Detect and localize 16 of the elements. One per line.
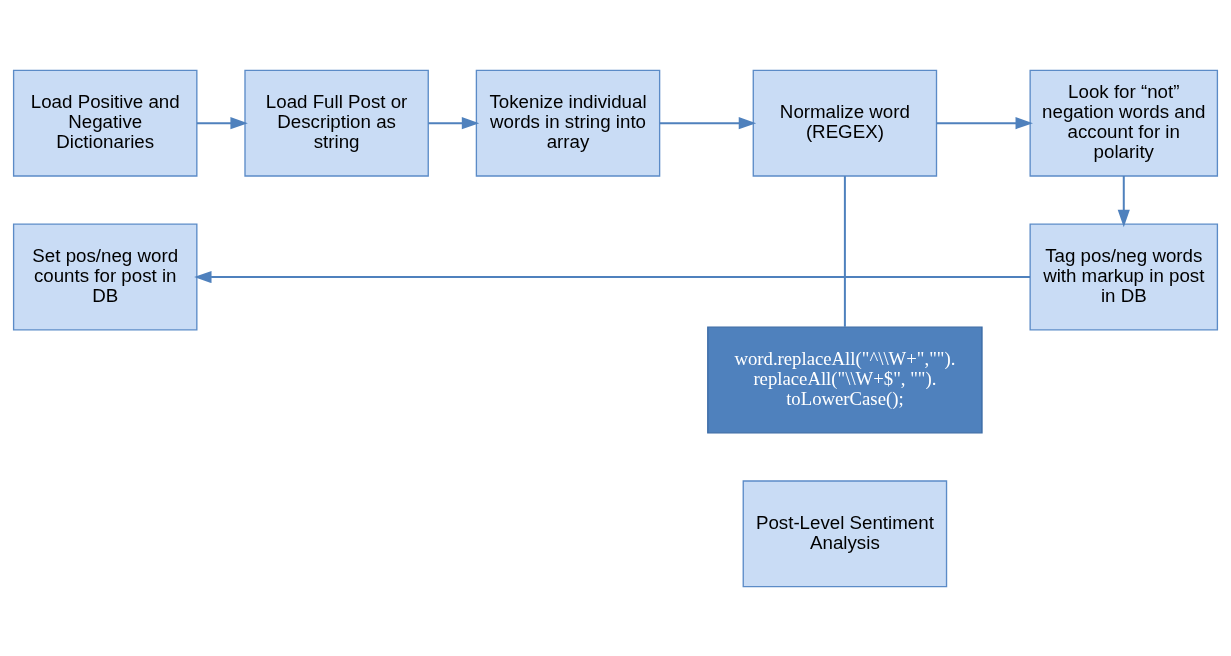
arrow: [196, 116, 248, 129]
node-box: word.replaceAll("^\\W+",""). replaceAll("\\W+$", ""). toLowerCase();: [707, 326, 983, 433]
node-box: Normalize word (REGEX): [752, 69, 938, 177]
connector: [843, 175, 846, 327]
arrow: [428, 116, 480, 129]
node-box: Tokenize individual words in string into array: [475, 69, 661, 177]
node-box: Post-Level Sentiment Analysis: [742, 479, 948, 587]
arrow: [194, 270, 1030, 283]
node-box: Load Positive and Negative Dictionaries: [12, 69, 198, 177]
arrow: [659, 116, 757, 129]
arrow: [1117, 175, 1130, 227]
node-box: Tag pos/neg words with markup in post in DB: [1029, 223, 1219, 330]
arrow: [936, 116, 1033, 129]
node-box: Set pos/neg word counts for post in DB: [12, 223, 198, 330]
node-box: Load Full Post or Description as string: [244, 69, 429, 177]
node-box: Look for “not” negation words and account for in polarity: [1029, 69, 1219, 177]
